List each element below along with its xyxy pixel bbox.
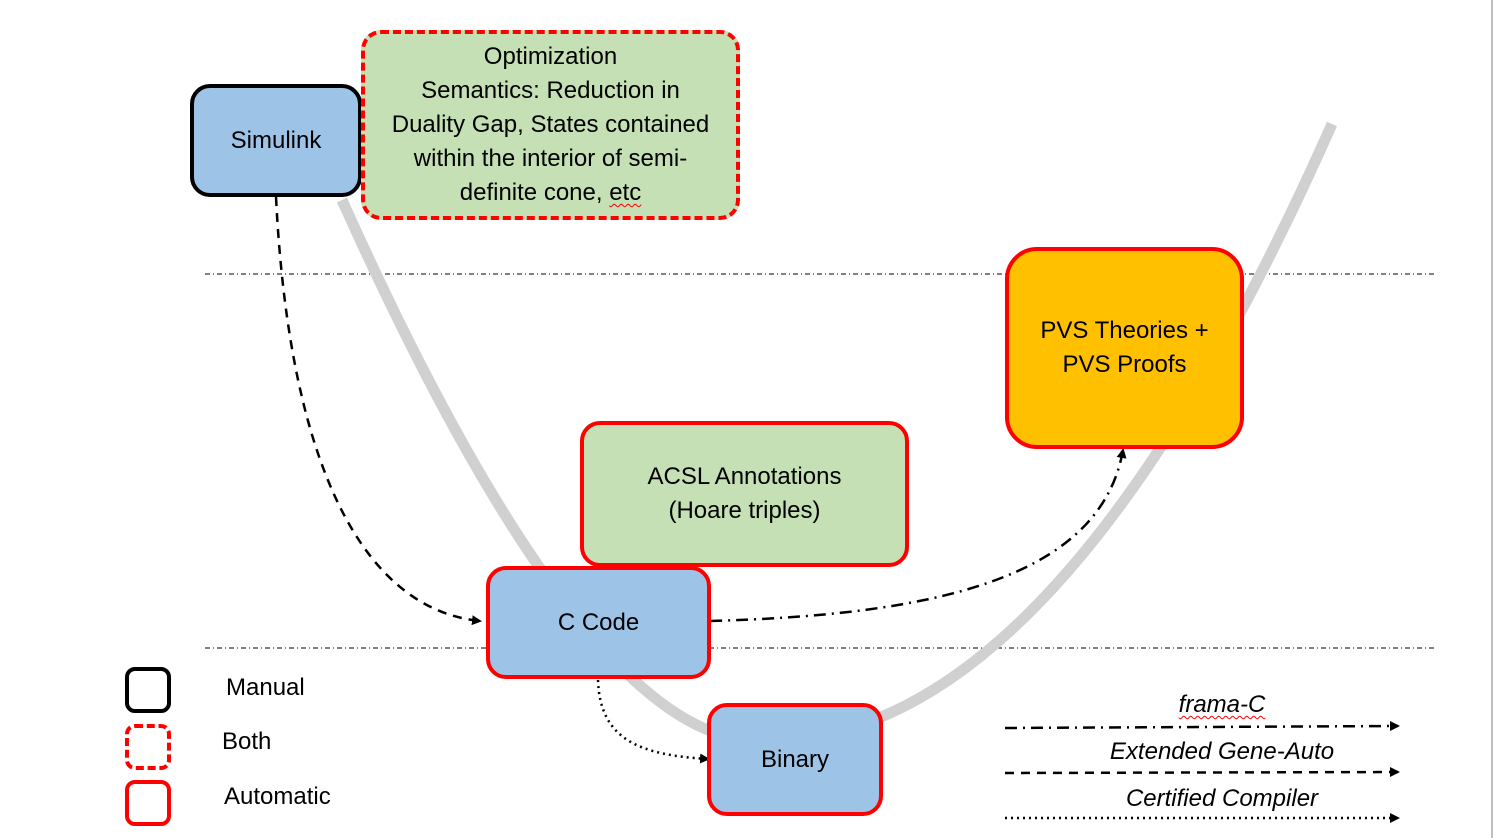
optimization-line-5-prefix: definite cone, xyxy=(459,179,610,206)
optimization-semantics-node: Optimization Semantics: Reduction in Dua… xyxy=(361,30,740,220)
tool-label-gene-auto: Extended Gene-Auto xyxy=(1109,738,1335,765)
tool-label-frama-c: frama-C xyxy=(1052,690,1392,720)
legend-line-frama-c xyxy=(1004,721,1400,732)
arrow-ccode-to-binary xyxy=(596,679,710,764)
arrow-ccode-to-pvs xyxy=(709,448,1127,623)
legend-line-gene-auto xyxy=(1004,767,1400,778)
acsl-annotations-node: ACSL Annotations (Hoare triples) xyxy=(580,421,909,567)
pvs-node: PVS Theories + PVS Proofs xyxy=(1005,247,1244,449)
simulink-label: Simulink xyxy=(230,126,322,154)
ccode-node: C Code xyxy=(486,566,711,679)
optimization-line-3: Duality Gap, States contained xyxy=(391,111,710,138)
optimization-line-4: within the interior of semi- xyxy=(413,145,688,172)
legend-label-manual: Manual xyxy=(226,674,305,701)
arrow-simulink-to-ccode xyxy=(274,196,482,626)
acsl-line-2: (Hoare triples) xyxy=(668,497,821,524)
tool-label-frama-c-text: frama-C xyxy=(1178,691,1266,718)
legend-label-automatic: Automatic xyxy=(224,783,331,810)
pvs-line-1: PVS Theories + xyxy=(1040,317,1209,344)
ccode-label: C Code xyxy=(557,608,640,636)
optimization-line-5: definite cone, etc xyxy=(460,176,641,210)
optimization-line-1: Optimization xyxy=(483,43,618,70)
legend-swatch-automatic xyxy=(125,780,171,826)
optimization-line-2: Semantics: Reduction in xyxy=(421,77,680,104)
legend-swatch-both xyxy=(125,724,171,770)
legend-swatch-manual xyxy=(125,667,171,713)
acsl-line-1: ACSL Annotations xyxy=(647,463,842,490)
binary-label: Binary xyxy=(760,745,830,773)
binary-node: Binary xyxy=(707,703,883,816)
pvs-line-2: PVS Proofs xyxy=(1062,351,1187,378)
legend-label-both: Both xyxy=(222,728,272,755)
optimization-line-5-word: etc xyxy=(609,179,642,206)
tool-label-certified-compiler: Certified Compiler xyxy=(1125,785,1319,812)
simulink-node: Simulink xyxy=(190,84,362,197)
